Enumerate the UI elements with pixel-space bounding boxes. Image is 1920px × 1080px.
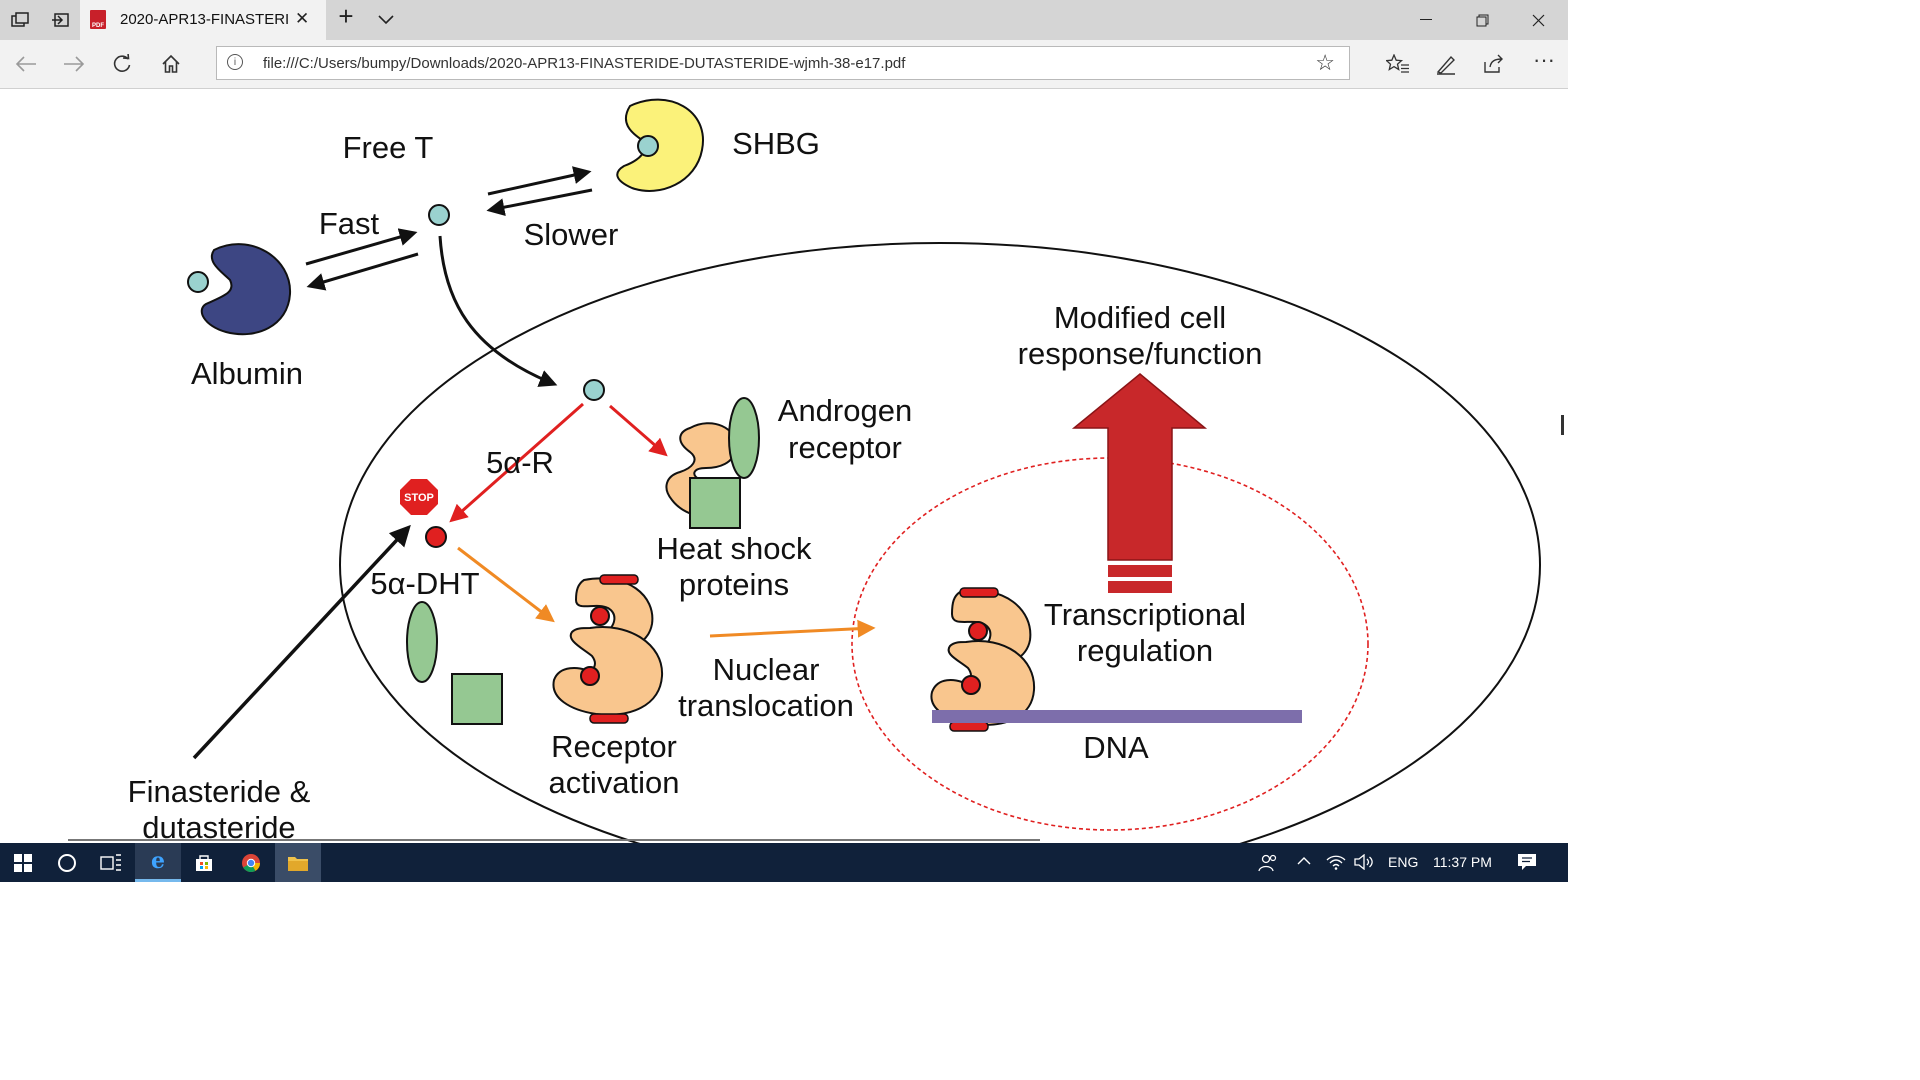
restore-icon[interactable]	[1462, 6, 1502, 34]
label-nuclear-1: Nuclear	[713, 652, 820, 687]
shbg-bound-t	[637, 135, 659, 157]
windows-start-icon[interactable]	[0, 843, 46, 882]
fast-arrow-forward	[305, 228, 418, 266]
task-view-icon[interactable]	[88, 843, 134, 882]
pdf-icon: PDF	[90, 10, 106, 29]
released-hsp-square	[451, 673, 503, 725]
new-tab-icon[interactable]: +	[336, 1, 356, 31]
slower-arrow-forward	[487, 166, 592, 196]
minimize-icon[interactable]	[1406, 6, 1446, 34]
intracellular-t	[583, 379, 605, 401]
tab-title: 2020-APR13-FINASTERI	[120, 11, 290, 28]
share-icon[interactable]	[1480, 50, 1508, 78]
tab-list-icon[interactable]	[376, 10, 396, 30]
five-alpha-r-arrow	[449, 402, 584, 523]
label-modified-2: response/function	[1018, 336, 1263, 371]
label-transcriptional-2: regulation	[1077, 633, 1213, 668]
clock[interactable]: 11:37 PM	[1433, 854, 1492, 870]
label-fast: Fast	[319, 206, 380, 241]
label-heat-1: Heat shock	[656, 531, 812, 566]
label-androgen-2: receptor	[788, 430, 902, 465]
title-bar: PDF 2020-APR13-FINASTERI ✕ +	[0, 0, 1568, 40]
stop-sign	[400, 479, 438, 515]
label-five-alpha-dht: 5α-DHT	[370, 566, 479, 601]
close-window-icon[interactable]	[1518, 6, 1558, 34]
label-stop: STOP	[404, 492, 434, 504]
active-tab[interactable]: PDF 2020-APR13-FINASTERI ✕	[80, 0, 326, 40]
label-free-t: Free T	[343, 130, 434, 165]
label-finasteride-2: dutasteride	[142, 810, 295, 843]
testosterone-pathway-diagram: Free T SHBG Fast Slower Albumin Modified…	[68, 98, 1541, 843]
label-shbg: SHBG	[732, 126, 820, 161]
label-five-alpha-r: 5α-R	[486, 445, 554, 480]
nuclear-translocation-arrow	[709, 619, 876, 638]
chevron-up-icon[interactable]	[1296, 854, 1312, 871]
url-text[interactable]: file:///C:/Users/bumpy/Downloads/2020-AP…	[263, 55, 906, 72]
address-bar[interactable]: i file:///C:/Users/bumpy/Downloads/2020-…	[216, 46, 1350, 80]
file-explorer-icon[interactable]	[275, 843, 321, 882]
set-aside-icon[interactable]	[50, 10, 70, 30]
label-androgen-1: Androgen	[778, 393, 912, 428]
label-dna: DNA	[1083, 730, 1149, 765]
refresh-icon[interactable]	[108, 50, 136, 78]
wifi-icon[interactable]	[1326, 854, 1346, 873]
favorites-icon[interactable]	[1384, 50, 1412, 78]
navigation-bar: i file:///C:/Users/bumpy/Downloads/2020-…	[0, 40, 1568, 89]
label-albumin: Albumin	[191, 356, 303, 391]
cell-membrane	[339, 242, 1541, 843]
home-icon[interactable]	[157, 50, 185, 78]
activated-receptor-dimer	[552, 574, 664, 724]
notifications-icon[interactable]	[1517, 853, 1537, 875]
forward-icon[interactable]	[60, 50, 88, 78]
label-receptor-2: activation	[549, 765, 680, 800]
people-icon[interactable]	[1258, 854, 1278, 875]
pdf-document: Free T SHBG Fast Slower Albumin Modified…	[0, 89, 1568, 843]
taskbar: e ENG 11:37 PM	[0, 843, 1568, 882]
label-finasteride-1: Finasteride &	[128, 774, 311, 809]
chrome-icon[interactable]	[228, 843, 274, 882]
more-icon[interactable]: ···	[1533, 47, 1555, 72]
label-transcriptional-1: Transcriptional	[1044, 597, 1246, 632]
shbg-protein	[616, 98, 704, 192]
volume-icon[interactable]	[1354, 853, 1374, 873]
pen-icon[interactable]	[1432, 50, 1460, 78]
fast-arrow-back	[306, 252, 419, 291]
new-tab-label: +	[338, 0, 354, 31]
tab-actions-icon[interactable]	[10, 10, 30, 30]
slower-arrow-back	[486, 188, 593, 217]
dna-bound-receptor-dimer	[930, 587, 1036, 732]
label-nuclear-2: translocation	[678, 688, 854, 723]
cell-response-arrow	[1071, 373, 1208, 593]
info-icon[interactable]: i	[227, 54, 243, 70]
dht-molecule	[425, 526, 447, 548]
androgen-receptor-hsp-square	[689, 477, 741, 529]
finasteride-arrow	[192, 524, 411, 760]
label-modified-1: Modified cell	[1054, 300, 1226, 335]
label-slower: Slower	[524, 217, 619, 252]
favorite-star-icon[interactable]: ☆	[1315, 50, 1335, 75]
back-icon[interactable]	[12, 50, 40, 78]
released-hsp-oval	[406, 601, 438, 683]
edge-icon[interactable]: e	[135, 843, 181, 882]
language-indicator[interactable]: ENG	[1388, 854, 1419, 870]
scrollbar-indicator[interactable]	[1561, 415, 1564, 435]
pdf-icon-label: PDF	[92, 23, 104, 29]
label-heat-2: proteins	[679, 567, 789, 602]
free-t-molecule	[428, 204, 450, 226]
store-icon[interactable]	[181, 843, 227, 882]
androgen-receptor-arrow	[609, 404, 668, 457]
receptor-activation-arrow	[457, 546, 555, 623]
albumin-bound-t	[187, 271, 209, 293]
label-receptor-1: Receptor	[551, 729, 677, 764]
albumin-protein	[200, 243, 292, 336]
close-tab-icon[interactable]: ✕	[295, 9, 310, 28]
dna-strand	[932, 710, 1302, 723]
cell-entry-arrow	[438, 235, 558, 387]
cortana-icon[interactable]	[44, 843, 90, 882]
androgen-receptor-hsp-oval	[728, 397, 760, 479]
